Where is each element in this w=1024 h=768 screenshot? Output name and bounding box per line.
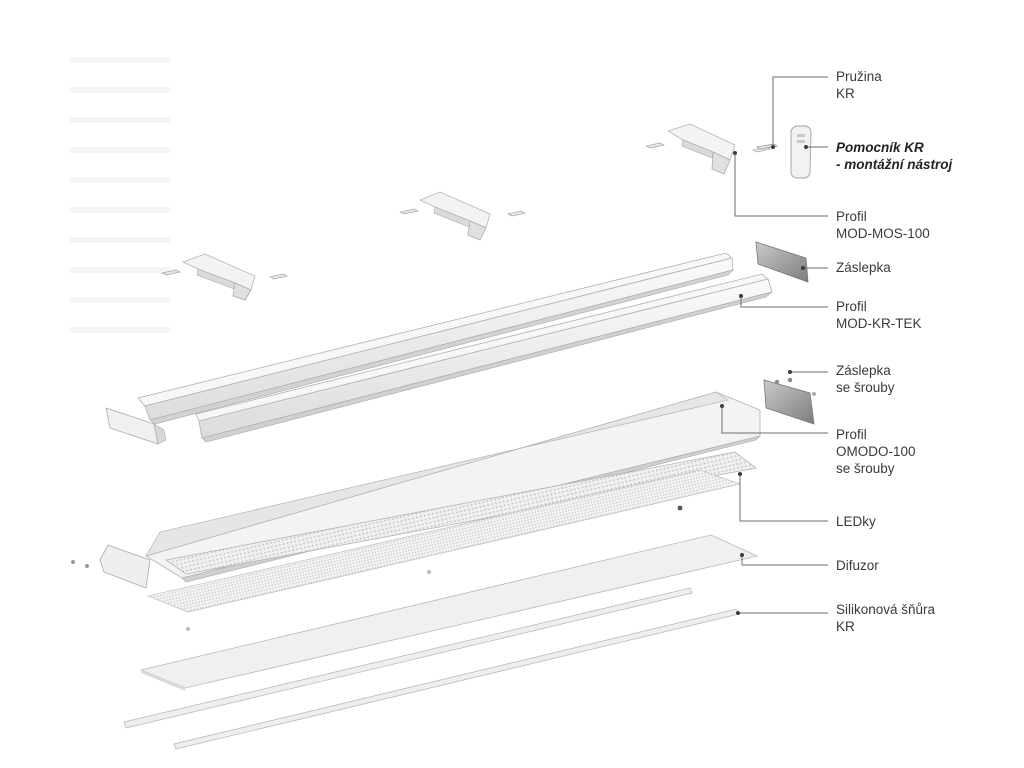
label-pruzina-line2: KR (836, 86, 855, 101)
label-profil-omodo-line1: Profil (836, 427, 867, 442)
label-pomocnik: Pomocník KR - montážní nástroj (836, 139, 952, 173)
label-profil-kr-tek: Profil MOD-KR-TEK (836, 298, 922, 332)
mos-bracket-middle (399, 191, 526, 241)
led-strip (146, 451, 757, 631)
leader-profil-mos (734, 153, 828, 217)
label-profil-mos-line2: MOD-MOS-100 (836, 226, 930, 241)
label-profil-mos: Profil MOD-MOS-100 (836, 208, 930, 242)
label-profil-kr-tek-line1: Profil (836, 299, 867, 314)
label-ledky-line1: LEDky (836, 514, 876, 529)
label-profil-omodo: Profil OMODO-100 se šrouby (836, 426, 916, 477)
label-snura-line2: KR (836, 619, 855, 634)
label-difuzor: Difuzor (836, 557, 879, 574)
mos-bracket-left (161, 253, 288, 301)
leader-ledky (739, 474, 828, 522)
label-pomocnik-line1: Pomocník KR (836, 140, 924, 155)
label-profil-omodo-line2: OMODO-100 (836, 444, 916, 459)
end-cap-left (105, 407, 167, 445)
label-zaslepka-srouby-line1: Záslepka (836, 363, 891, 378)
mos-bracket-right (645, 123, 771, 175)
profile-mod-kr-tek (195, 273, 773, 443)
leader-profil-kr-tek (740, 296, 828, 308)
label-zaslepka-line1: Záslepka (836, 260, 891, 275)
label-profil-omodo-line3: se šrouby (836, 461, 895, 476)
label-pomocnik-line2: - montážní nástroj (836, 157, 953, 172)
label-difuzor-line1: Difuzor (836, 558, 879, 573)
label-snura: Silikonová šňůra KR (836, 601, 935, 635)
leader-difuzor (741, 555, 828, 566)
leader-dots (720, 145, 808, 615)
diffuser (139, 534, 759, 691)
label-zaslepka-srouby-line2: se šrouby (836, 380, 895, 395)
end-cap-with-screws-right (763, 377, 816, 425)
label-profil-mos-line1: Profil (836, 209, 867, 224)
profile-mod-mos-100 (137, 252, 734, 425)
label-pruzina: Pružina KR (836, 68, 882, 102)
end-cap-zaslepka (755, 241, 809, 283)
label-ledky: LEDky (836, 513, 876, 530)
label-snura-line1: Silikonová šňůra (836, 602, 936, 617)
mounting-tool-kr (790, 125, 812, 179)
leader-lines (721, 76, 828, 614)
end-cap-left-omodo (71, 544, 151, 589)
label-pruzina-line1: Pružina (836, 69, 882, 84)
background-watermark (70, 60, 170, 330)
silicone-cord-2 (173, 608, 740, 750)
label-profil-kr-tek-line2: MOD-KR-TEK (836, 316, 922, 331)
label-zaslepka-srouby: Záslepka se šrouby (836, 362, 895, 396)
leader-pruzina (772, 76, 828, 147)
silicone-cord-1 (123, 587, 693, 729)
label-zaslepka: Záslepka (836, 259, 891, 276)
leader-profil-omodo (721, 406, 828, 434)
spring-kr (756, 143, 778, 150)
